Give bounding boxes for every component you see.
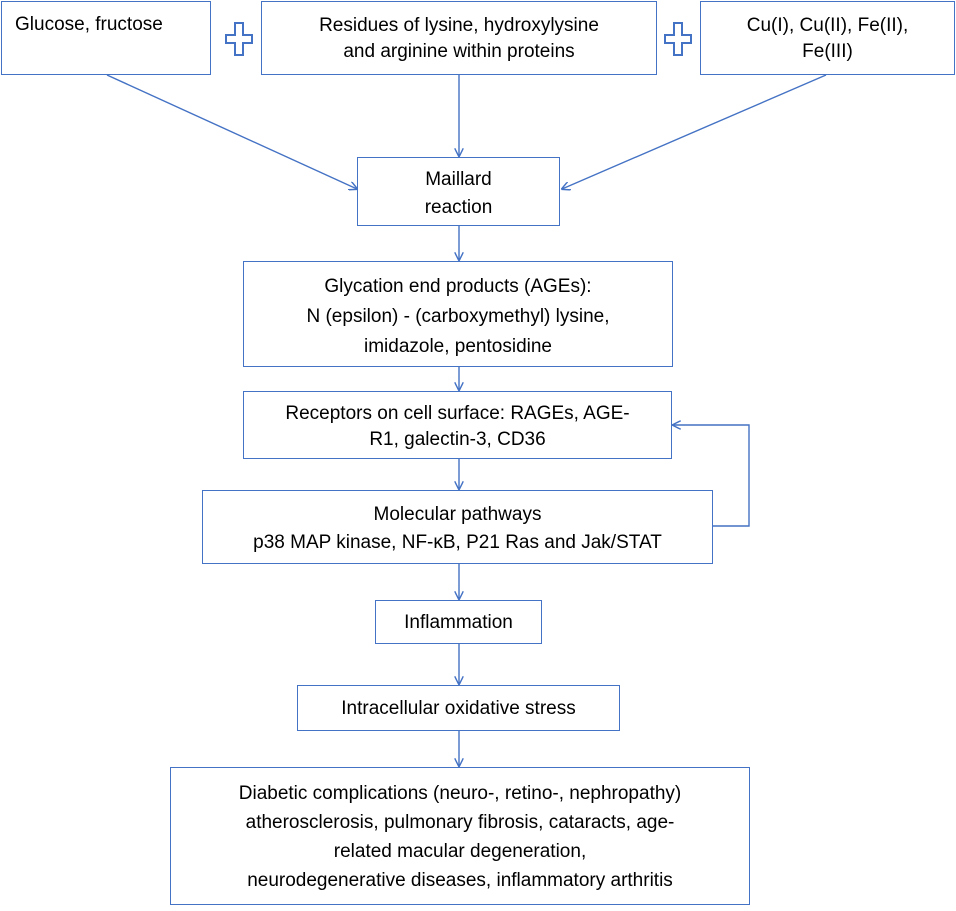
pathways-line-2: p38 MAP kinase, NF-κB, P21 Ras and Jak/S… xyxy=(253,532,662,553)
complications-line-1: Diabetic complications (neuro-, retino-,… xyxy=(238,783,682,804)
ages-line-1: Glycation end products (AGEs): xyxy=(324,276,592,297)
arrow-pathways-feedback-to-receptors xyxy=(673,425,750,527)
input-metals-line-1: Cu(I), Cu(II), Fe(II), xyxy=(746,15,909,36)
input-residues-line-1: Residues of lysine, hydroxylysine xyxy=(319,15,599,36)
input-sugars-box: Glucose, fructose xyxy=(1,1,211,75)
oxidative-stress-line-1: Intracellular oxidative stress xyxy=(341,698,576,719)
complications-line-3: related macular degeneration, xyxy=(333,841,587,862)
maillard-line-1: Maillard xyxy=(425,169,492,190)
complications-line-4: neurodegenerative diseases, inflammatory… xyxy=(247,870,673,891)
inflammation-box: Inflammation xyxy=(375,600,542,644)
oxidative-stress-box: Intracellular oxidative stress xyxy=(297,685,620,731)
plus-icon xyxy=(225,22,253,56)
plus-icon xyxy=(664,22,692,56)
complications-line-2: atherosclerosis, pulmonary fibrosis, cat… xyxy=(245,812,675,833)
complications-box: Diabetic complications (neuro-, retino-,… xyxy=(170,767,750,905)
inflammation-line-1: Inflammation xyxy=(404,612,513,633)
maillard-line-2: reaction xyxy=(424,197,493,218)
input-residues-line-2: and arginine within proteins xyxy=(343,41,575,62)
receptors-line-1: Receptors on cell surface: RAGEs, AGE- xyxy=(285,403,630,424)
molecular-pathways-box: Molecular pathways p38 MAP kinase, NF-κB… xyxy=(202,490,713,564)
input-residues-box: Residues of lysine, hydroxylysine and ar… xyxy=(261,1,657,75)
maillard-reaction-box: Maillard reaction xyxy=(357,157,560,226)
arrow-metals-to-maillard xyxy=(562,74,827,189)
pathways-line-1: Molecular pathways xyxy=(373,504,542,525)
receptors-box: Receptors on cell surface: RAGEs, AGE- R… xyxy=(243,391,672,459)
input-metals-box: Cu(I), Cu(II), Fe(II), Fe(III) xyxy=(700,1,955,75)
input-sugars-line-1: Glucose, fructose xyxy=(15,14,163,35)
ages-line-3: imidazole, pentosidine xyxy=(363,336,552,357)
input-metals-line-2: Fe(III) xyxy=(802,41,853,62)
ages-box: Glycation end products (AGEs): N (epsilo… xyxy=(243,261,673,367)
receptors-line-2: R1, galectin-3, CD36 xyxy=(369,429,546,450)
ages-line-2: N (epsilon) - (carboxymethyl) lysine, xyxy=(306,306,610,327)
arrow-sugars-to-maillard xyxy=(106,74,357,189)
